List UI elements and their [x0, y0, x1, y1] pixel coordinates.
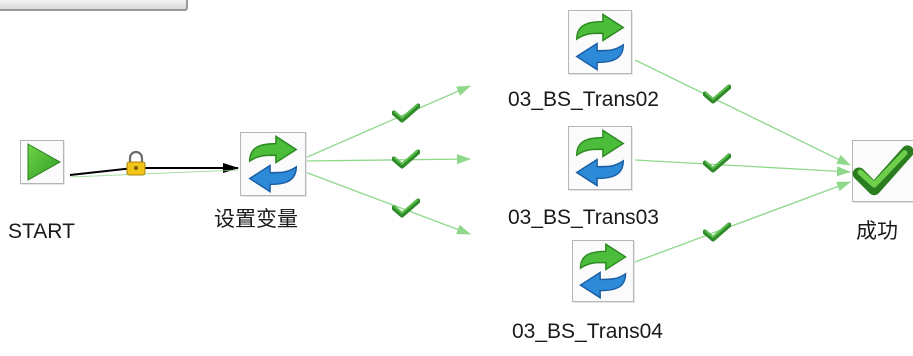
check-icon	[705, 86, 729, 101]
hop-set-variables-to-trans03[interactable]	[304, 154, 471, 165]
start-label: START	[8, 220, 75, 243]
check-icon	[394, 151, 418, 166]
check-icon	[705, 155, 729, 170]
hop-start-to-set-variables[interactable]	[69, 163, 239, 178]
success-label: 成功	[856, 220, 898, 243]
transformation-icon	[575, 129, 625, 187]
check-icon	[394, 105, 418, 120]
trans02-label: 03_BS_Trans02	[508, 88, 659, 111]
hop-set-variables-to-trans02[interactable]	[304, 85, 471, 159]
set-variables-label: 设置变量	[214, 208, 298, 231]
hop-trans04-to-success[interactable]	[634, 181, 851, 263]
success-check-icon	[852, 145, 913, 196]
canvas-tab-edge	[0, 0, 188, 11]
transformation-icon	[248, 135, 298, 193]
transformation-icon	[579, 242, 627, 300]
play-icon	[27, 143, 62, 181]
trans04-label: 03_BS_Trans04	[512, 320, 663, 343]
job-entry-trans03[interactable]	[568, 126, 632, 190]
job-entry-trans02[interactable]	[568, 10, 632, 74]
job-entry-success[interactable]	[852, 140, 913, 202]
lock-icon	[126, 150, 146, 176]
transformation-icon	[575, 13, 625, 71]
job-entry-set-variables[interactable]	[240, 132, 306, 196]
job-entry-start[interactable]	[20, 140, 64, 184]
hop-trans02-to-success[interactable]	[634, 59, 851, 166]
trans03-label: 03_BS_Trans03	[508, 206, 659, 229]
hop-trans03-to-success[interactable]	[634, 159, 851, 177]
job-entry-trans04[interactable]	[572, 240, 634, 302]
hop-set-variables-to-trans04[interactable]	[304, 171, 471, 235]
